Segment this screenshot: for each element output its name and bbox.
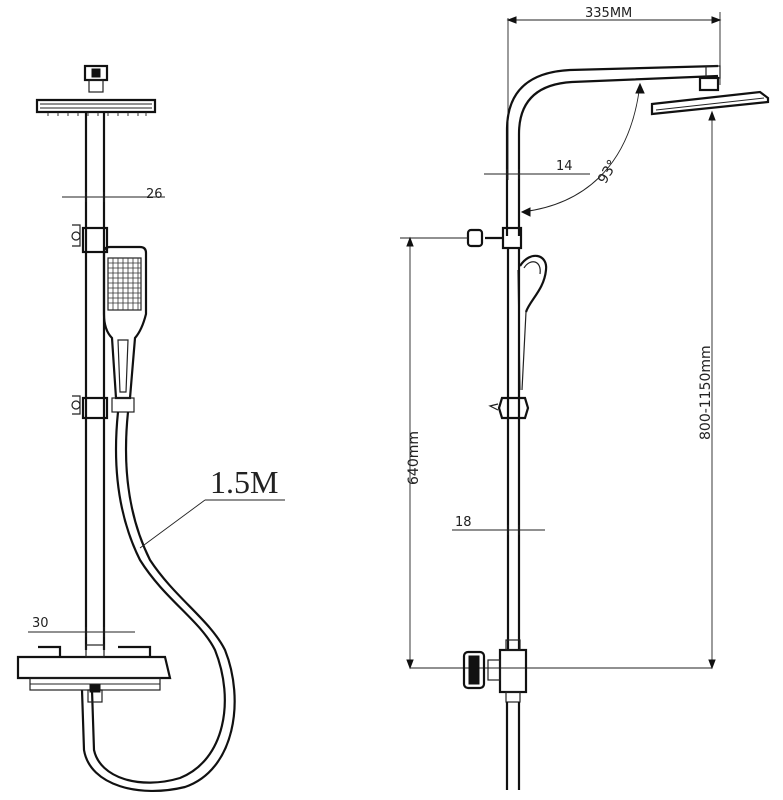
upper-slider-bracket xyxy=(71,224,109,254)
front-view: 26 xyxy=(16,64,285,793)
dimension-800-1150mm: 800-1150mm xyxy=(698,110,716,670)
dim-30-label: 30 xyxy=(32,616,49,631)
dimension-18: 18 xyxy=(452,515,545,535)
dimension-26: 26 xyxy=(62,187,165,202)
side-view: 335MM 93° 14 xyxy=(400,6,770,790)
riser-pipe-side xyxy=(488,248,530,650)
shower-arm xyxy=(505,64,721,236)
dimension-14: 14 xyxy=(484,159,590,179)
dimension-335mm: 335MM xyxy=(506,6,722,180)
mixer-body-side xyxy=(462,639,528,790)
dimension-640mm: 640mm xyxy=(400,236,468,670)
upper-bracket-side xyxy=(466,226,523,250)
dimension-1-5m: 1.5M xyxy=(139,464,285,549)
angle-label: 93° xyxy=(595,157,621,187)
dim-14-label: 14 xyxy=(556,159,573,174)
shower-hose xyxy=(80,411,236,793)
hand-shower-side xyxy=(517,254,548,391)
hand-shower-front xyxy=(102,245,148,400)
head-connector xyxy=(83,64,109,93)
dim-800-1150-label: 800-1150mm xyxy=(698,345,714,440)
mixer-body-front xyxy=(16,644,172,703)
rain-shower-head-side xyxy=(650,76,770,116)
dim-640-label: 640mm xyxy=(406,431,422,485)
dim-18-label: 18 xyxy=(455,515,472,530)
angle-93: 93° xyxy=(520,82,645,217)
dim-26-label: 26 xyxy=(146,187,163,202)
riser-pipe-front xyxy=(84,112,106,650)
hose-length-label: 1.5M xyxy=(210,464,278,500)
rain-shower-head-front xyxy=(35,98,157,116)
dim-335-label: 335MM xyxy=(585,6,632,21)
lower-slider-bracket xyxy=(71,395,135,420)
dimension-30: 30 xyxy=(28,616,135,637)
